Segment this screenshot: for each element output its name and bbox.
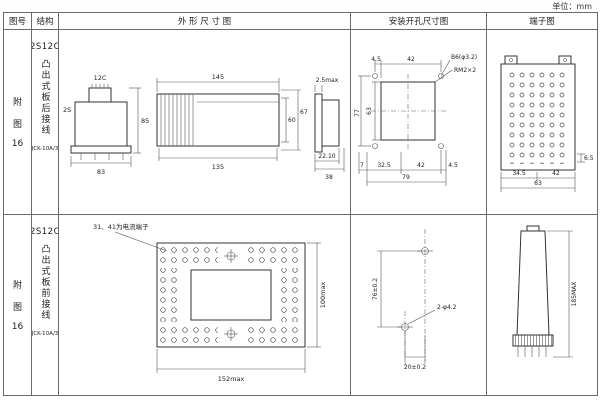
terminal-cell-row2: 185MAX: [487, 215, 597, 395]
dim-profile-d1: 22.10: [318, 153, 335, 160]
profile-view: 2.5max 22.10 38: [314, 77, 345, 181]
mounting-cell-row2: 76±0.2 2-φ4.2 20±0.2: [351, 215, 487, 395]
front-view: 145 135: [156, 73, 308, 171]
fig-char: 图: [12, 303, 22, 313]
dim-width-max: 152max: [218, 375, 245, 383]
header-mounting: 安装开孔尺寸图: [351, 13, 487, 30]
model-label: 2S12C: [32, 42, 59, 52]
dim-side-left: 2S: [63, 106, 71, 114]
terminal-cell-row1: 6.5 34.5 42 63: [487, 30, 597, 215]
outline-cell-row2: 31、41为电流端子: [59, 215, 351, 395]
header-outline: 外 形 尺 寸 图: [59, 13, 351, 30]
fig-no-cell-row2: 附 图 16: [4, 215, 32, 395]
front-terminal-view: 31、41为电流端子: [93, 222, 327, 383]
header-terminal: 端子图: [487, 13, 597, 30]
dim-front-bottom: 135: [212, 163, 224, 171]
terminal-block: 6.5 34.5 42 63: [500, 55, 594, 192]
dim-side-top: 12C: [94, 74, 107, 82]
dim-bottom-3: 4.5: [448, 162, 458, 169]
dim-hole-hspacing: 20±0.2: [404, 364, 426, 371]
dim-side-width: 83: [97, 168, 105, 176]
mounting-drawing-row2: 76±0.2 2-φ4.2 20±0.2: [372, 229, 457, 371]
dim-bottom-2: 42: [417, 162, 425, 169]
outline-cell-row1: 12C 2S 83 85 145: [59, 30, 351, 215]
relay-side-view: 185MAX: [512, 225, 578, 358]
submodel-label: JCK-10A/3: [32, 146, 59, 152]
dim-top-offset: 4.5: [371, 56, 381, 63]
thread-spec-label: RM2×2: [454, 67, 476, 74]
dim-height-max: 100max: [319, 282, 327, 309]
side-view: 12C 2S 83 85: [63, 74, 149, 176]
dim-profile-top: 2.5max: [316, 77, 339, 84]
dim-terminal-side: 6.5: [584, 155, 594, 162]
drill-pattern: 76±0.2 2-φ4.2 20±0.2: [372, 229, 457, 371]
dim-top-span: 42: [407, 56, 415, 63]
structure-desc: 凸出式板后接线: [39, 59, 50, 136]
dim-front-h-inner: 60: [288, 117, 296, 124]
dim-profile-d2: 38: [325, 174, 333, 181]
dim-front-top: 145: [212, 73, 224, 81]
mounting-drawing-row1: 4.5 42 B6(φ3.2) RM2×2 77 63: [354, 54, 477, 186]
dim-terminal-b2: 42: [552, 170, 560, 177]
submodel-label: JCK-10A/3: [32, 331, 59, 337]
outline-drawing-row1: 12C 2S 83 85 145: [63, 73, 345, 181]
dim-terminal-total: 63: [534, 180, 542, 187]
fig-char: 附: [12, 281, 22, 291]
cutout-pattern: 4.5 42 B6(φ3.2) RM2×2 77 63: [354, 54, 477, 186]
model-label: 2S12C: [32, 227, 59, 237]
dim-total-height: 185MAX: [571, 282, 578, 307]
fig-number: 16: [11, 139, 24, 149]
structure-desc: 凸出式板前接线: [39, 244, 50, 321]
terminal-drawing-row2: 185MAX: [512, 225, 578, 358]
dim-terminal-b1: 34.5: [512, 170, 526, 177]
fig-no-cell-row1: 附 图 16: [4, 30, 32, 215]
mounting-cell-row1: 4.5 42 B6(φ3.2) RM2×2 77 63: [351, 30, 487, 215]
dim-left-inner: 63: [366, 107, 373, 115]
fig-number: 16: [11, 322, 24, 332]
dimension-table: 图号 结构 外 形 尺 寸 图 安装开孔尺寸图 端子图 附 图 16 2S12C…: [3, 12, 598, 396]
hole-spec-label: B6(φ3.2): [451, 54, 477, 61]
dim-front-h-outer: 67: [300, 109, 308, 116]
unit-label: 单位：mm: [552, 2, 592, 11]
structure-cell-row2: 2S12C 凸出式板前接线 JCK-10A/3: [32, 215, 59, 395]
structure-cell-row1: 2S12C 凸出式板后接线 JCK-10A/3: [32, 30, 59, 215]
dim-bottom-total: 79: [402, 174, 410, 181]
header-fig-no: 图号: [4, 13, 32, 30]
dim-left-outer: 77: [354, 109, 361, 117]
header-structure: 结构: [32, 13, 59, 30]
fig-char: 图: [12, 120, 22, 130]
dim-bottom-offset: 7: [360, 162, 364, 169]
fig-char: 附: [12, 98, 22, 108]
outline-drawing-row2: 31、41为电流端子: [93, 222, 327, 383]
dim-bottom-1: 32.5: [377, 162, 391, 169]
hole-diameter-label: 2-φ4.2: [437, 304, 457, 311]
current-terminal-note: 31、41为电流端子: [93, 222, 149, 231]
dim-side-height: 85: [141, 117, 149, 125]
dim-hole-vspacing: 76±0.2: [372, 278, 379, 300]
terminal-drawing-row1: 6.5 34.5 42 63: [500, 55, 594, 192]
